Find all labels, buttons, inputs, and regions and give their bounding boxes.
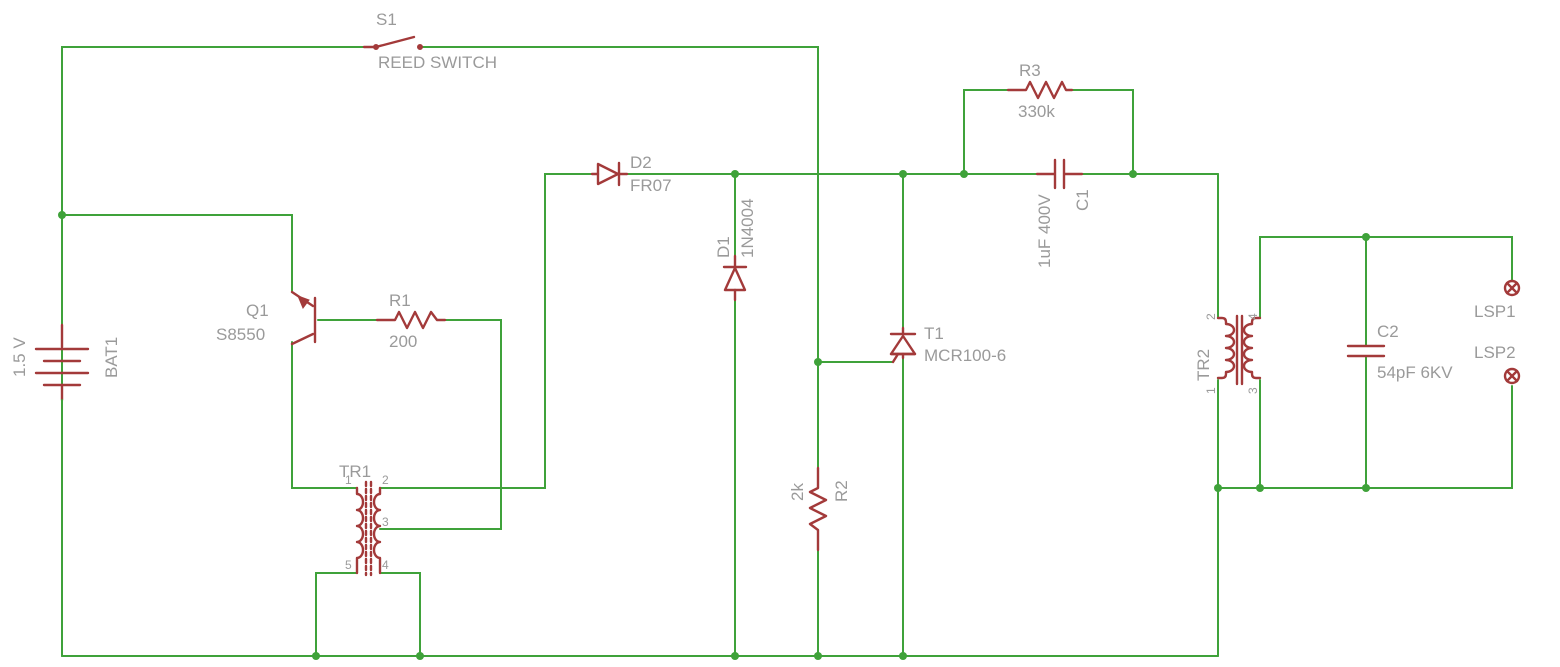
transformer-tr1[interactable]: TR1 1 2 3 4 5: [339, 462, 389, 577]
s1-ref: S1: [376, 10, 397, 29]
tr2-pin-label: 2: [1204, 313, 1218, 320]
transistor-arrow: [297, 295, 310, 309]
resistor-zigzag: [808, 466, 828, 552]
wire-tr2-p4: [1259, 236, 1513, 319]
r3-ref: R3: [1019, 61, 1041, 80]
solder-point-lsp1[interactable]: LSP1: [1474, 279, 1521, 321]
wire-tr2-p3: [1259, 379, 1513, 489]
lsp1-ref: LSP1: [1474, 302, 1516, 321]
tr2-pin-label: 3: [1246, 387, 1260, 394]
d1-ref: D1: [714, 236, 733, 258]
pad-icon: [1503, 279, 1521, 297]
tr1-ref: TR1: [339, 462, 371, 481]
transformer-secondary-coil: [1242, 316, 1262, 380]
junction-dot: [1214, 484, 1222, 492]
thyristor-t1[interactable]: T1 MCR100-6: [889, 324, 1006, 365]
resistor-r1[interactable]: R1 200: [375, 291, 447, 351]
t1-ref: T1: [924, 324, 944, 343]
diode-triangle: [723, 266, 747, 292]
wire-r3-left: [963, 89, 1009, 175]
junction-dot: [312, 652, 320, 660]
resistor-zigzag: [375, 310, 447, 330]
tr2-pin-label: 4: [1246, 313, 1260, 320]
r3-value: 330k: [1018, 102, 1055, 121]
junction-dot: [1362, 233, 1370, 241]
transistor-collector: [290, 332, 315, 346]
pad-cross: [1505, 281, 1519, 295]
junction-dot: [58, 211, 66, 219]
tr1-pin-label: 1: [345, 473, 352, 487]
battery-bat1[interactable]: 1.5 V BAT1: [10, 323, 121, 657]
resistor-r2[interactable]: 2k R2: [788, 466, 851, 552]
junction-dot: [814, 358, 822, 366]
transistor-q1[interactable]: Q1 S8550: [216, 290, 317, 346]
junction-dot: [731, 652, 739, 660]
tr1-pin-label: 5: [345, 558, 352, 572]
junction-dot: [1129, 170, 1137, 178]
junction-dot: [899, 170, 907, 178]
bat1-value: 1.5 V: [10, 337, 29, 377]
transformer-tr2[interactable]: TR2 1 2 3 4: [1194, 313, 1262, 394]
wire-r1-tr1: [379, 319, 502, 530]
thyristor-gate: [891, 352, 900, 364]
diode-d2[interactable]: D2 FR07: [590, 153, 672, 195]
diode-d1[interactable]: D1 1N4004: [714, 198, 757, 302]
wire-tr1-p4: [379, 572, 421, 657]
tr2-pin-label: 1: [1204, 387, 1218, 394]
reed-switch-s1[interactable]: S1 REED SWITCH: [362, 10, 497, 72]
pad-cross: [1505, 369, 1519, 383]
capacitor-c1[interactable]: 1uF 400V C1: [1035, 158, 1092, 268]
wire-tr1-p5: [315, 572, 358, 657]
r2-value: 2k: [788, 483, 807, 501]
t1-value: MCR100-6: [924, 346, 1006, 365]
lsp2-ref: LSP2: [1474, 343, 1516, 362]
transformer-primary-coil: [355, 486, 365, 575]
tr1-pin-label: 4: [382, 558, 389, 572]
c2-value: 54pF 6KV: [1377, 363, 1453, 382]
wire-r3-right: [1071, 89, 1134, 175]
capacitor-c2[interactable]: C2 54pF 6KV: [1346, 322, 1453, 382]
solder-point-lsp2[interactable]: LSP2: [1474, 343, 1521, 385]
d1-value: 1N4004: [738, 198, 757, 258]
switch-contact: [417, 44, 423, 50]
junction-dot: [1256, 484, 1264, 492]
c1-value: 1uF 400V: [1035, 194, 1054, 268]
diode-triangle: [596, 162, 620, 186]
switch-arm: [374, 35, 416, 49]
r2-ref: R2: [832, 480, 851, 502]
junction-dot: [731, 170, 739, 178]
transformer-secondary-coil: [372, 486, 382, 575]
c1-ref: C1: [1073, 189, 1092, 211]
tr1-pin-label: 3: [382, 515, 389, 529]
junction-dot: [416, 652, 424, 660]
junction-dot: [814, 652, 822, 660]
c2-ref: C2: [1377, 322, 1399, 341]
q1-ref: Q1: [246, 301, 269, 320]
transformer-primary-coil: [1216, 316, 1236, 380]
wires: [61, 46, 1513, 657]
pad-icon: [1503, 367, 1521, 385]
wire-top-right: [419, 46, 819, 469]
s1-value: REED SWITCH: [378, 53, 497, 72]
thyristor-triangle: [889, 334, 917, 356]
junctions: [58, 170, 1370, 660]
q1-value: S8550: [216, 325, 265, 344]
junction-dot: [899, 652, 907, 660]
wire-collector: [291, 341, 358, 489]
junction-dot: [960, 170, 968, 178]
junction-dot: [1362, 484, 1370, 492]
d2-ref: D2: [630, 153, 652, 172]
r1-value: 200: [389, 332, 417, 351]
resistor-r3[interactable]: R3 330k: [1006, 61, 1074, 121]
d2-value: FR07: [630, 176, 672, 195]
bat1-ref: BAT1: [102, 337, 121, 378]
r1-ref: R1: [389, 291, 411, 310]
wire-emitter: [61, 214, 293, 293]
wire-tr1-d2: [379, 173, 593, 489]
resistor-zigzag: [1006, 80, 1074, 100]
tr2-ref: TR2: [1194, 349, 1213, 381]
tr1-pin-label: 2: [382, 473, 389, 487]
